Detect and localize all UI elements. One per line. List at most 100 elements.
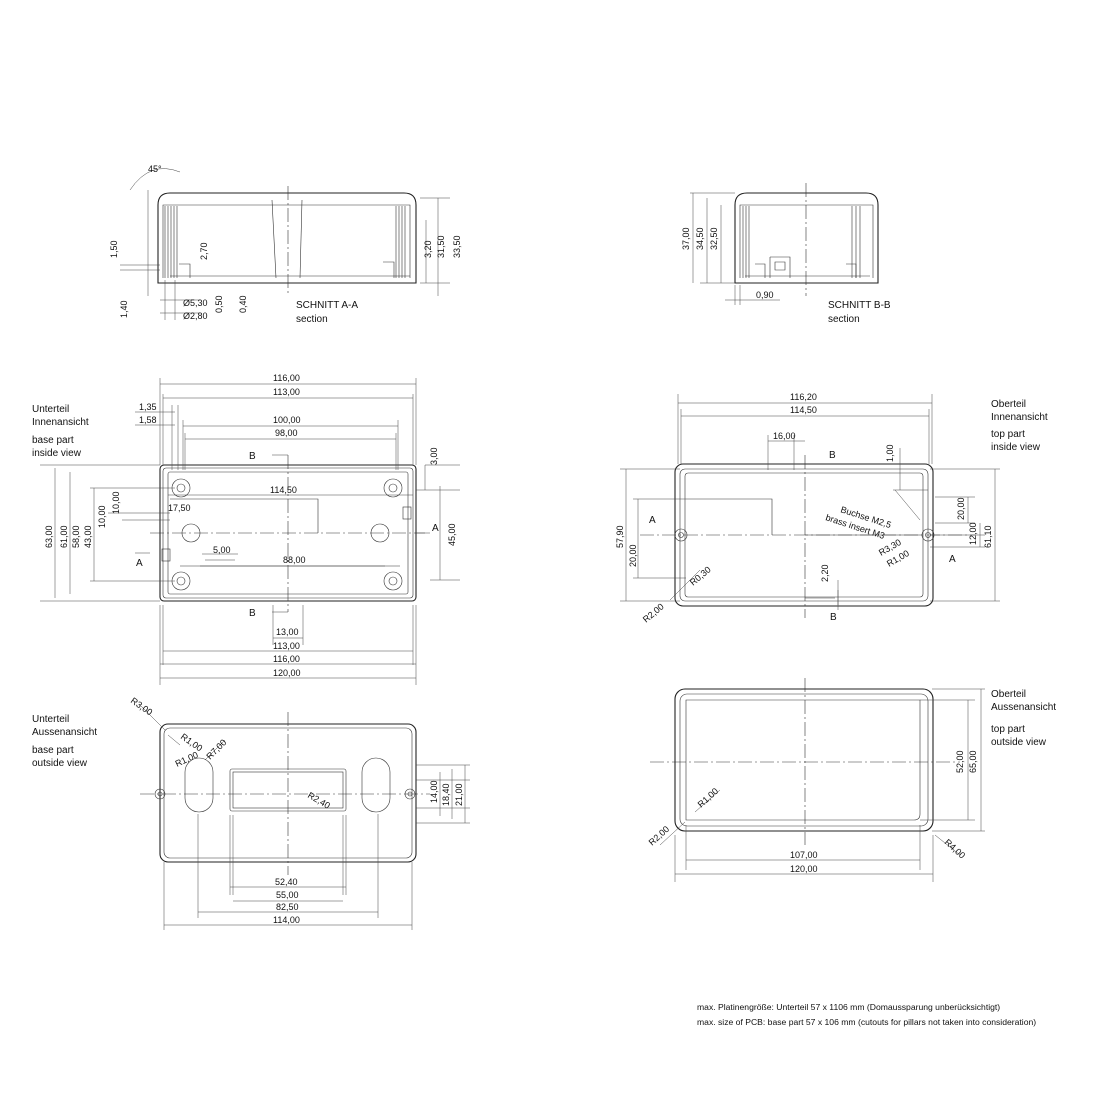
bo-dim-text: 14,00 <box>429 780 439 803</box>
aa-dim-text: 1,50 <box>109 240 119 258</box>
base-part-outside-view: Unterteil Aussenansicht base part outsid… <box>32 695 470 930</box>
top-inside-label: top part <box>991 429 1025 440</box>
bb-dim-text: 32,50 <box>709 227 719 250</box>
aa-dim-text: 2,70 <box>199 242 209 260</box>
bi-dim-text: 43,00 <box>83 525 93 548</box>
ti-dim-text: 20,00 <box>956 497 966 520</box>
bi-section-mark: A <box>432 523 439 534</box>
base-outside-label: outside view <box>32 758 88 769</box>
bi-section-mark: B <box>249 608 256 619</box>
bb-dim-text: 34,50 <box>695 227 705 250</box>
to-dim-text: 65,00 <box>968 750 978 773</box>
bo-dim-text: 18,40 <box>441 783 451 806</box>
bi-dim-text: 113,00 <box>273 641 300 651</box>
bo-dim-text: 52,40 <box>275 877 298 887</box>
ti-dim-text: 1,00 <box>885 444 895 462</box>
bi-dim-text: 3,00 <box>429 447 439 465</box>
bi-dim-text: 120,00 <box>273 668 301 678</box>
top-outside-label: outside view <box>991 737 1047 748</box>
bi-dim-text: 61,00 <box>59 525 69 548</box>
aa-dim-text: 31,50 <box>436 235 446 258</box>
bi-dim-text: 5,00 <box>213 545 231 555</box>
pcb-note-german: max. Platinengröße: Unterteil 57 x 1106 … <box>697 1002 1000 1012</box>
bb-dim-text: 37,00 <box>681 227 691 250</box>
ti-dim-text: 61,10 <box>983 525 993 548</box>
pcb-size-notes: max. Platinengröße: Unterteil 57 x 1106 … <box>697 1002 1036 1027</box>
bo-dim-text: R7,00 <box>204 737 228 761</box>
ti-section-mark: B <box>829 450 836 461</box>
bi-dim-text: 98,00 <box>275 428 298 438</box>
bi-dim-text: 116,00 <box>273 654 300 664</box>
to-dim-text: R2,00 <box>647 824 672 848</box>
bo-dim-text: R1,00 <box>179 731 204 753</box>
bo-dim-text: R2,40 <box>306 790 332 811</box>
to-dim-text: R4,00 <box>943 837 968 861</box>
bi-dim-text: 116,00 <box>273 373 300 383</box>
aa-dim-text: Ø2,80 <box>183 311 208 321</box>
aa-dim-text: 0,40 <box>238 295 248 313</box>
aa-dim-text: 1,40 <box>119 300 129 318</box>
ti-dim-text: 20,00 <box>628 544 638 567</box>
ti-dim-text: 116,20 <box>790 392 817 402</box>
top-inside-label: Innenansicht <box>991 412 1048 423</box>
pcb-note-english: max. size of PCB: base part 57 x 106 mm … <box>697 1017 1036 1027</box>
bb-dim-text: 0,90 <box>756 290 774 300</box>
bi-dim-text: 100,00 <box>273 415 301 425</box>
bi-dim-text: 114,50 <box>270 485 297 495</box>
to-dim-text: 52,00 <box>955 750 965 773</box>
ti-dim-text: 2,20 <box>820 564 830 582</box>
aa-dim-text: 3,20 <box>423 240 433 258</box>
base-inside-label: inside view <box>32 448 82 459</box>
bo-dim-text: 55,00 <box>276 890 299 900</box>
top-outside-label: top part <box>991 724 1025 735</box>
section-b-b-title: SCHNITT B-B <box>828 300 891 311</box>
to-dim-text: 107,00 <box>790 850 818 860</box>
bo-dim-text: 21,00 <box>454 783 464 806</box>
section-b-b-subtitle: section <box>828 314 860 325</box>
bi-dim-text: 13,00 <box>276 627 299 637</box>
ti-dim-text: 57,90 <box>615 525 625 548</box>
bi-dim-text: 88,00 <box>283 555 306 565</box>
bi-section-mark: A <box>136 558 143 569</box>
base-outside-label: Aussenansicht <box>32 727 97 738</box>
ti-section-mark: A <box>649 515 656 526</box>
bi-dim-text: 17,50 <box>168 503 191 513</box>
top-part-inside-view: Oberteil Innenansicht top part inside vi… <box>615 392 1048 625</box>
base-inside-label: Unterteil <box>32 404 69 415</box>
base-outside-label: base part <box>32 745 74 756</box>
ti-dim-text: R2,00 <box>641 601 666 624</box>
base-inside-label: Innenansicht <box>32 417 89 428</box>
top-outside-label: Aussenansicht <box>991 702 1056 713</box>
aa-dim-text: 33,50 <box>452 235 462 258</box>
ti-dim-text: R0,30 <box>688 564 713 587</box>
section-b-b-view: 37,00 34,50 32,50 0,90 SCHNITT B-B secti… <box>681 183 891 325</box>
bi-dim-text: 10,00 <box>111 491 121 514</box>
to-dim-text: 120,00 <box>790 864 818 874</box>
bi-dim-text: 58,00 <box>71 525 81 548</box>
bo-dim-text: 114,00 <box>273 915 300 925</box>
bo-dim-text: 82,50 <box>276 902 299 912</box>
section-a-a-view: 45° 1,50 1,40 2,70 Ø5,30 Ø2,80 0,50 0,40… <box>109 164 462 325</box>
bi-dim-text: 1,35 <box>139 402 157 412</box>
base-inside-label: base part <box>32 435 74 446</box>
top-outside-label: Oberteil <box>991 689 1026 700</box>
bi-dim-text: 45,00 <box>447 523 457 546</box>
aa-dim-text: Ø5,30 <box>183 298 208 308</box>
top-inside-label: inside view <box>991 442 1041 453</box>
ti-dim-text: 114,50 <box>790 405 817 415</box>
base-outside-label: Unterteil <box>32 714 69 725</box>
aa-dim-text: 0,50 <box>214 295 224 313</box>
aa-dim-text: 45° <box>148 164 162 174</box>
bi-section-mark: B <box>249 451 256 462</box>
to-dim-text: R1,00 <box>696 786 721 810</box>
bi-dim-text: 113,00 <box>273 387 300 397</box>
ti-section-mark: B <box>830 612 837 623</box>
section-a-a-title: SCHNITT A-A <box>296 300 358 311</box>
bi-dim-text: 63,00 <box>44 525 54 548</box>
ti-dim-text: 16,00 <box>773 431 796 441</box>
section-a-a-subtitle: section <box>296 314 328 325</box>
top-inside-label: Oberteil <box>991 399 1026 410</box>
bi-dim-text: 1,58 <box>139 415 157 425</box>
bo-dim-text: R3,00 <box>129 695 154 717</box>
